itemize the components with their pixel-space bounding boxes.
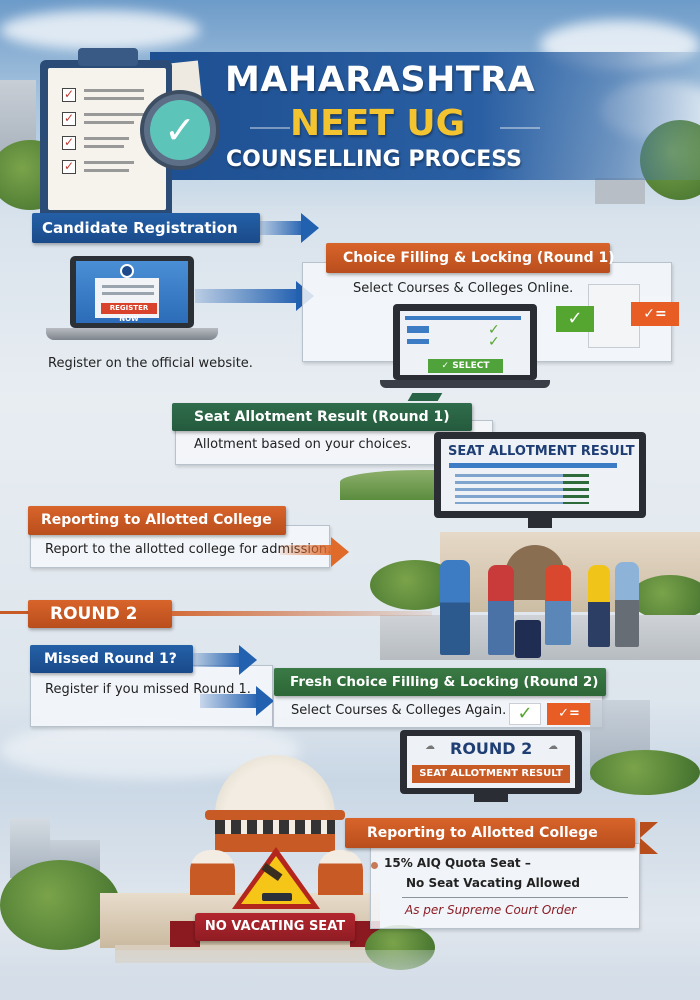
monitor-stand [474,794,508,802]
tree-illustration [590,750,700,795]
arrow-right-icon [193,645,257,675]
checklist-icon: ✓= [631,302,679,326]
step-choice-round1-label: Choice Filling & Locking (Round 1) [326,243,615,273]
check-icon: ✓ [509,703,541,725]
checklist-row: ✓ [62,112,152,126]
header-banner [150,52,700,180]
step-choice-round1-description: Select Courses & Colleges Online. [353,281,574,296]
step-registration-description: Register on the official website. [48,356,253,371]
form-line [102,292,154,295]
divider [402,897,628,898]
screen-header-bar [405,316,521,320]
check-icon: ✓ [488,322,500,338]
check-icon: ✓ [441,361,453,371]
round2-result-subtitle: SEAT ALLOTMENT RESULT [412,765,570,783]
title-state: MAHARASHTRA [225,60,536,100]
check-mark-icon: ✓ [150,100,210,160]
check-icon: ✓ [488,334,500,350]
laptop-keyboard [46,328,218,340]
screen-block [407,326,429,333]
arrow-connector-icon [407,393,443,401]
ribbon-tail-icon [640,822,658,854]
student-illustration [615,562,639,647]
check-icon: ✓ [556,306,594,332]
building-illustration [595,178,645,204]
result-header-bar [449,463,617,468]
step-choice-round2-label: Fresh Choice Filling & Locking (Round 2) [274,668,606,696]
round2-rule-left [0,611,30,614]
no-vacating-seat-banner: NO VACATING SEAT [195,913,355,941]
title-divider [250,127,290,129]
laptop-base [380,380,550,388]
student-illustration [588,565,610,647]
checklist-icon: ✓= [547,703,591,725]
supreme-court-note: As per Supreme Court Order [405,903,577,917]
title-divider [500,127,540,129]
bottom-fog [0,950,700,1000]
step-missed-round1-label: Missed Round 1? [30,645,193,673]
tree-illustration [630,575,700,620]
round2-rule-right [172,611,432,616]
form-line [102,285,154,288]
result-rows-green [563,474,589,504]
round2-result-title: ROUND 2 [450,739,533,758]
suitcase-icon [515,620,541,658]
student-illustration [440,560,470,655]
arrow-right-icon [195,281,314,311]
step-reporting2-label: Reporting to Allotted College [345,818,635,848]
court-windows [215,820,335,834]
court-dome-band [205,810,345,820]
arrow-right-icon [200,686,274,716]
checklist-row: ✓ [62,88,152,102]
user-avatar-icon [120,264,134,278]
seat-allotment-result-title: SEAT ALLOTMENT RESULT [448,444,635,459]
step-reporting1-description: Report to the allotted college for admis… [45,542,332,557]
bullet-icon [371,862,378,869]
arrow-right-icon [280,537,349,567]
student-illustration [488,565,514,655]
court-tower [318,850,363,895]
no-seat-vacating-text: No Seat Vacating Allowed [406,876,580,890]
step-reporting1-label: Reporting to Allotted College [28,506,286,535]
result-rows [455,474,575,504]
step-choice-round2-description: Select Courses & Colleges Again. [291,703,507,718]
monitor-stand [528,518,552,528]
title-exam: NEET UG [290,103,466,144]
court-tower [190,850,235,895]
checklist-row: ✓ [62,136,152,150]
screen-block [407,339,429,344]
step-seat-round1-label: Seat Allotment Result (Round 1) [172,403,472,431]
checklist-row: ✓ [62,160,152,174]
arrow-right-icon [260,213,319,243]
decorative-swirl-icon: ☁ [425,741,435,752]
aiq-quota-text: 15% AIQ Quota Seat – [384,856,531,870]
cloud [0,10,200,50]
decorative-swirl-icon: ☁ [548,741,558,752]
step-seat-round1-description: Allotment based on your choices. [194,437,412,452]
title-subtitle: COUNSELLING PROCESS [226,147,522,172]
gavel-block [262,893,292,901]
clipboard-clip [78,48,138,66]
select-button[interactable]: ✓ SELECT [428,359,503,373]
step-registration-label: Candidate Registration [32,213,260,243]
register-now-button[interactable]: REGISTER NOW [101,303,157,323]
round2-label: ROUND 2 [28,600,172,628]
student-illustration [545,565,571,645]
step-missed-round1-description: Register if you missed Round 1. [45,682,251,697]
